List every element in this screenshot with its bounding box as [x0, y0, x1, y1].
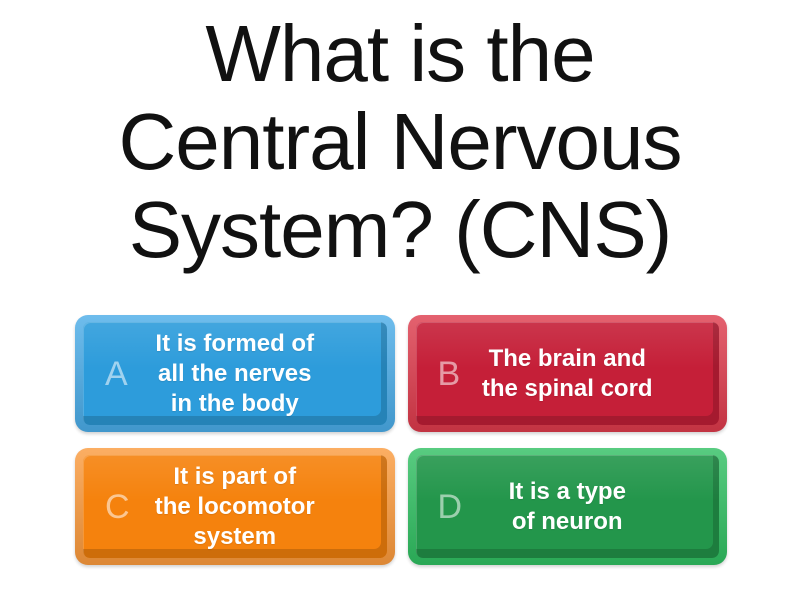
answer-button-c[interactable]: C It is part of the locomotor system [75, 448, 395, 565]
answer-b-text: The brain and the spinal cord [481, 344, 653, 402]
answer-button-a[interactable]: A It is formed of all the nerves in the … [75, 315, 395, 432]
answer-button-b[interactable]: B The brain and the spinal cord [407, 315, 727, 432]
answer-c-text: It is part of the locomotor system [154, 462, 315, 550]
answer-c-surface: C It is part of the locomotor system [83, 455, 387, 558]
question-title: What is the Central Nervous System? (CNS… [118, 9, 682, 274]
answer-a-surface: A It is formed of all the nerves in the … [83, 322, 387, 425]
answer-button-d[interactable]: D It is a type of neuron [407, 448, 727, 565]
answer-a-text: It is formed of all the nerves in the bo… [155, 329, 315, 417]
answer-a-letter: A [105, 354, 128, 393]
answer-b-letter: B [437, 354, 461, 393]
answer-d-surface: D It is a type of neuron [415, 455, 719, 558]
answers-grid: A It is formed of all the nerves in the … [75, 315, 727, 565]
answer-d-letter: D [437, 487, 463, 526]
answer-c-letter: C [105, 487, 130, 526]
answer-d-text: It is a type of neuron [508, 477, 626, 535]
answer-b-surface: B The brain and the spinal cord [415, 322, 719, 425]
